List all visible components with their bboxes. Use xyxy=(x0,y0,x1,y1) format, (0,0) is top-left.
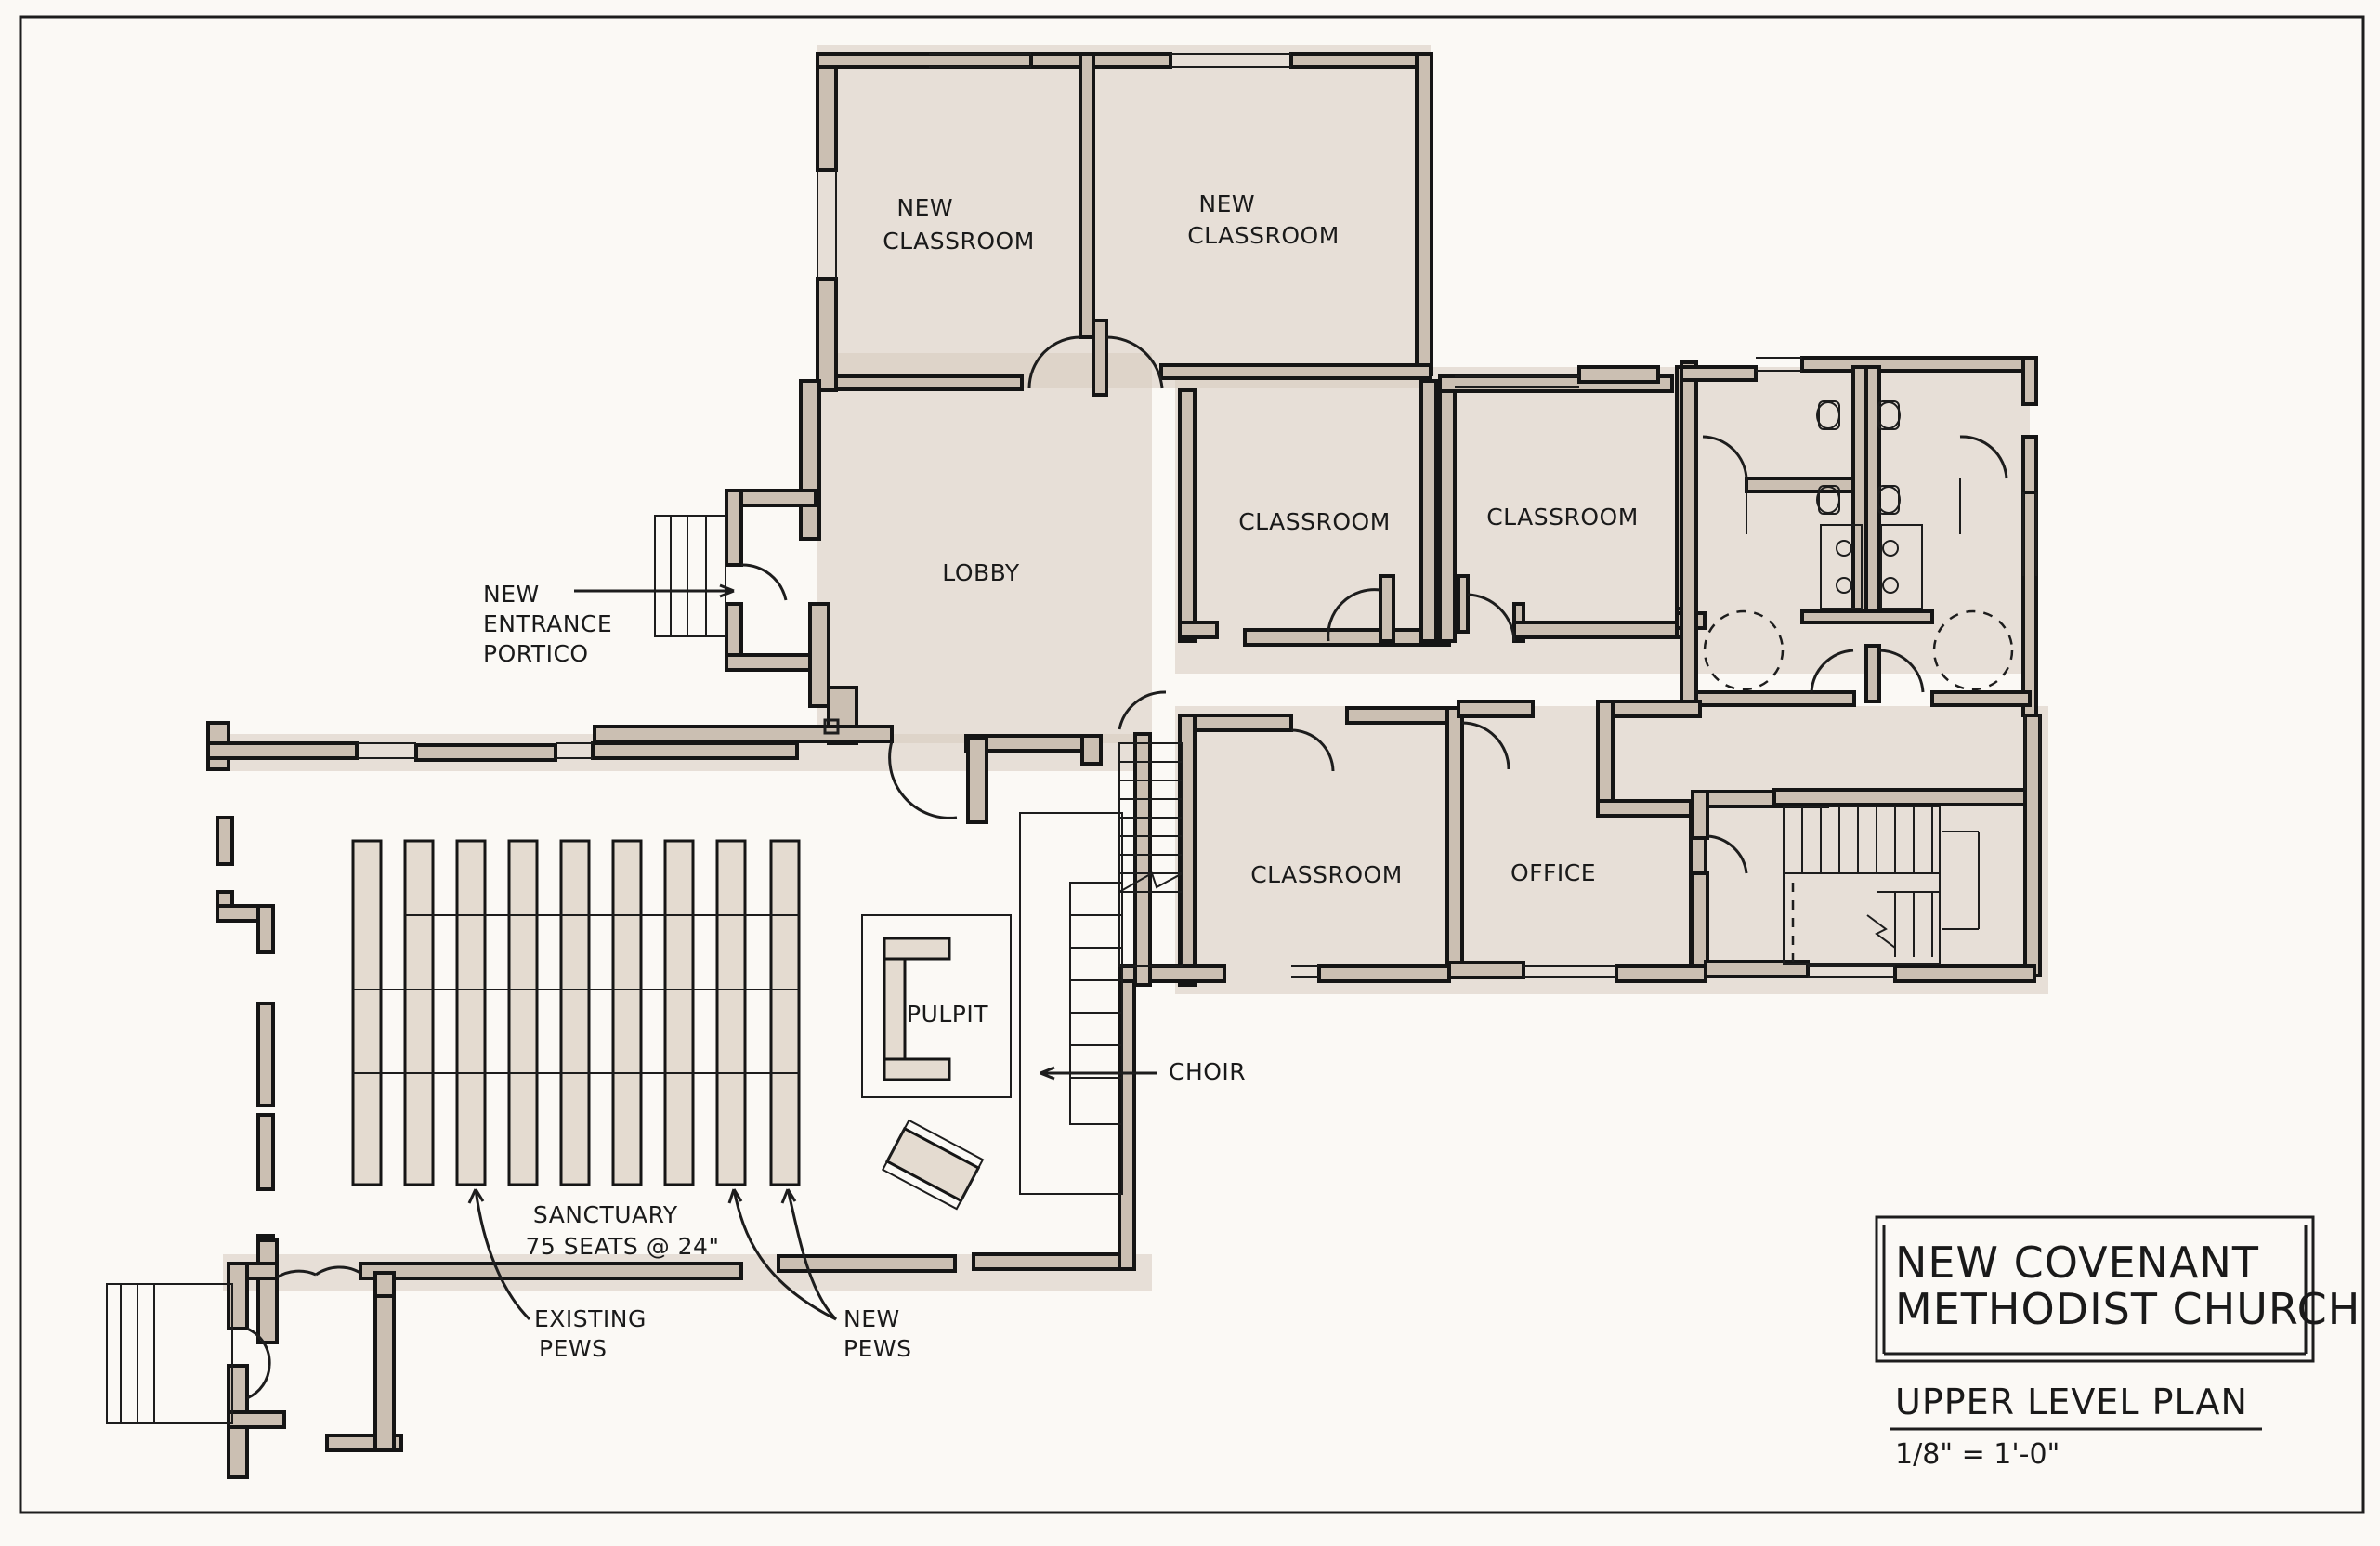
label-classroom-1: CLASSROOM xyxy=(1238,508,1391,535)
restroom-fixtures xyxy=(1703,400,2014,691)
room-labels: NEW CLASSROOM NEW CLASSROOM LOBBY CLASSR… xyxy=(483,190,1639,1362)
plan-title: UPPER LEVEL PLAN xyxy=(1895,1382,2248,1422)
label-office: OFFICE xyxy=(1510,859,1596,886)
label-classroom-3: CLASSROOM xyxy=(1250,861,1403,888)
label-new-classroom-2: NEW CLASSROOM xyxy=(1187,190,1340,249)
label-pulpit: PULPIT xyxy=(907,1001,988,1028)
label-new-pews: NEW PEWS xyxy=(843,1305,911,1362)
plan-scale: 1/8" = 1'-0" xyxy=(1895,1438,2060,1471)
windows xyxy=(357,53,2041,978)
chancel-furniture xyxy=(861,812,1123,1211)
title-block xyxy=(1875,1215,2315,1431)
doors xyxy=(246,335,2008,1400)
label-entrance-portico: NEW ENTRANCE PORTICO xyxy=(483,581,621,667)
label-choir: CHOIR xyxy=(1169,1058,1246,1085)
leader-lines xyxy=(467,583,1157,1321)
label-existing-pews: EXISTING PEWS xyxy=(534,1305,654,1362)
label-lobby: LOBBY xyxy=(942,559,1020,586)
title-text: NEW COVENANT METHODIST CHURCH UPPER LEVE… xyxy=(1895,1238,2360,1471)
stairs xyxy=(106,515,1980,1424)
church-name-line1: NEW COVENANT xyxy=(1895,1238,2259,1288)
label-sanctuary: SANCTUARY 75 SEATS @ 24" xyxy=(526,1201,720,1260)
church-name-line2: METHODIST CHURCH xyxy=(1895,1284,2360,1334)
label-classroom-2: CLASSROOM xyxy=(1486,504,1639,531)
column xyxy=(823,718,840,735)
label-new-classroom-1: NEW CLASSROOM xyxy=(883,194,1035,255)
sheet-border xyxy=(19,15,2365,1514)
pews xyxy=(351,839,801,1186)
